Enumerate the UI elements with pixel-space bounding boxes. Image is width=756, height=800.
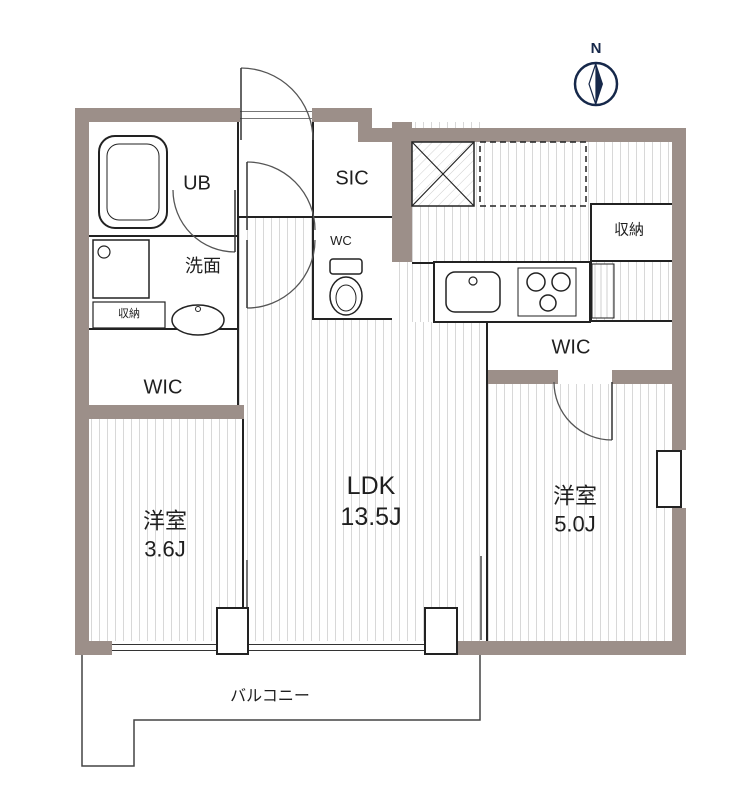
wall-bottom-right [458, 641, 686, 655]
partition-washroom-wic [89, 328, 237, 330]
storage-right-left [590, 203, 592, 262]
partition-wc-bottom [312, 318, 392, 320]
label-ldk: LDK 13.5J [340, 471, 401, 534]
wall-right-upper [672, 142, 686, 450]
compass-icon [573, 61, 619, 107]
partition-ldk-bedroom-right [486, 322, 488, 641]
balcony-outline [81, 655, 481, 767]
partition-left-column [237, 122, 239, 405]
compass-north-label: N [590, 40, 602, 57]
floor-bedroom-left [91, 419, 240, 641]
bathtub [98, 135, 168, 229]
wall-bedroom-right-top-a [486, 370, 558, 384]
kitchen-edge-right [590, 262, 592, 322]
partition-ub-washroom [89, 235, 237, 237]
label-ub: UB [183, 172, 211, 195]
washing-machine-pan [92, 239, 150, 299]
wic-right-top [486, 320, 672, 322]
label-bedroom-right: 洋室 5.0J [553, 483, 597, 538]
wall-top-right [372, 128, 686, 142]
pillar-left [216, 607, 249, 655]
right-wall-door-leaf [656, 450, 682, 508]
entrance-threshold-1 [240, 111, 312, 112]
wall-right-lower [672, 508, 686, 655]
entry-floor [239, 122, 312, 216]
pillar-right [424, 607, 458, 655]
label-storage-small: 収納 [118, 308, 140, 321]
wall-top-left [75, 108, 240, 122]
label-bedroom-left: 洋室 3.6J [143, 508, 187, 563]
bath-door-arc [172, 189, 236, 253]
window-left-line1 [112, 644, 218, 645]
label-bedroom-right-size: 5.0J [554, 511, 596, 536]
wall-top-mid [312, 108, 372, 122]
label-storage-right: 収納 [613, 221, 645, 239]
kitchen-edge-left [412, 262, 436, 264]
label-ldk-size: 13.5J [340, 503, 402, 531]
floor-bedroom-right [488, 384, 672, 641]
compass: N [570, 40, 622, 115]
label-ldk-name: LDK [346, 471, 396, 500]
label-bedroom-left-name: 洋室 [142, 508, 188, 534]
label-washroom: 洗面 [185, 255, 221, 276]
storage-right-floor [592, 205, 672, 260]
wall-top-step [358, 108, 372, 142]
partition-bedroom-left-ldk [242, 419, 244, 641]
window-center-line2 [247, 650, 425, 651]
label-wic-left: WIC [143, 376, 183, 399]
label-wic-right: WIC [551, 336, 591, 359]
label-bedroom-right-name: 洋室 [552, 483, 598, 509]
label-bedroom-left-size: 3.6J [144, 536, 186, 561]
sliding-door-bedroom-left [246, 560, 248, 640]
entrance-threshold-2 [240, 118, 312, 119]
wall-bedroom-right-top-b [612, 370, 672, 384]
wall-kitchen-side [392, 122, 412, 262]
partition-sic-wc-left [312, 122, 314, 320]
wall-wic-left-bottom [89, 405, 244, 419]
partition-sic-bottom [237, 216, 392, 218]
window-left-line2 [112, 650, 218, 651]
storage-right-top [590, 203, 672, 205]
label-balcony: バルコニー [230, 688, 310, 705]
window-center-line1 [247, 644, 425, 645]
wall-bottom-left [75, 641, 112, 655]
wc-floor [314, 218, 392, 318]
label-wc: WC [330, 232, 352, 248]
vanity-sink [171, 304, 225, 336]
label-sic: SIC [335, 167, 369, 190]
sliding-door-bedroom-right [480, 556, 482, 640]
wall-left [75, 108, 89, 655]
storage-right-bottom [590, 260, 672, 262]
